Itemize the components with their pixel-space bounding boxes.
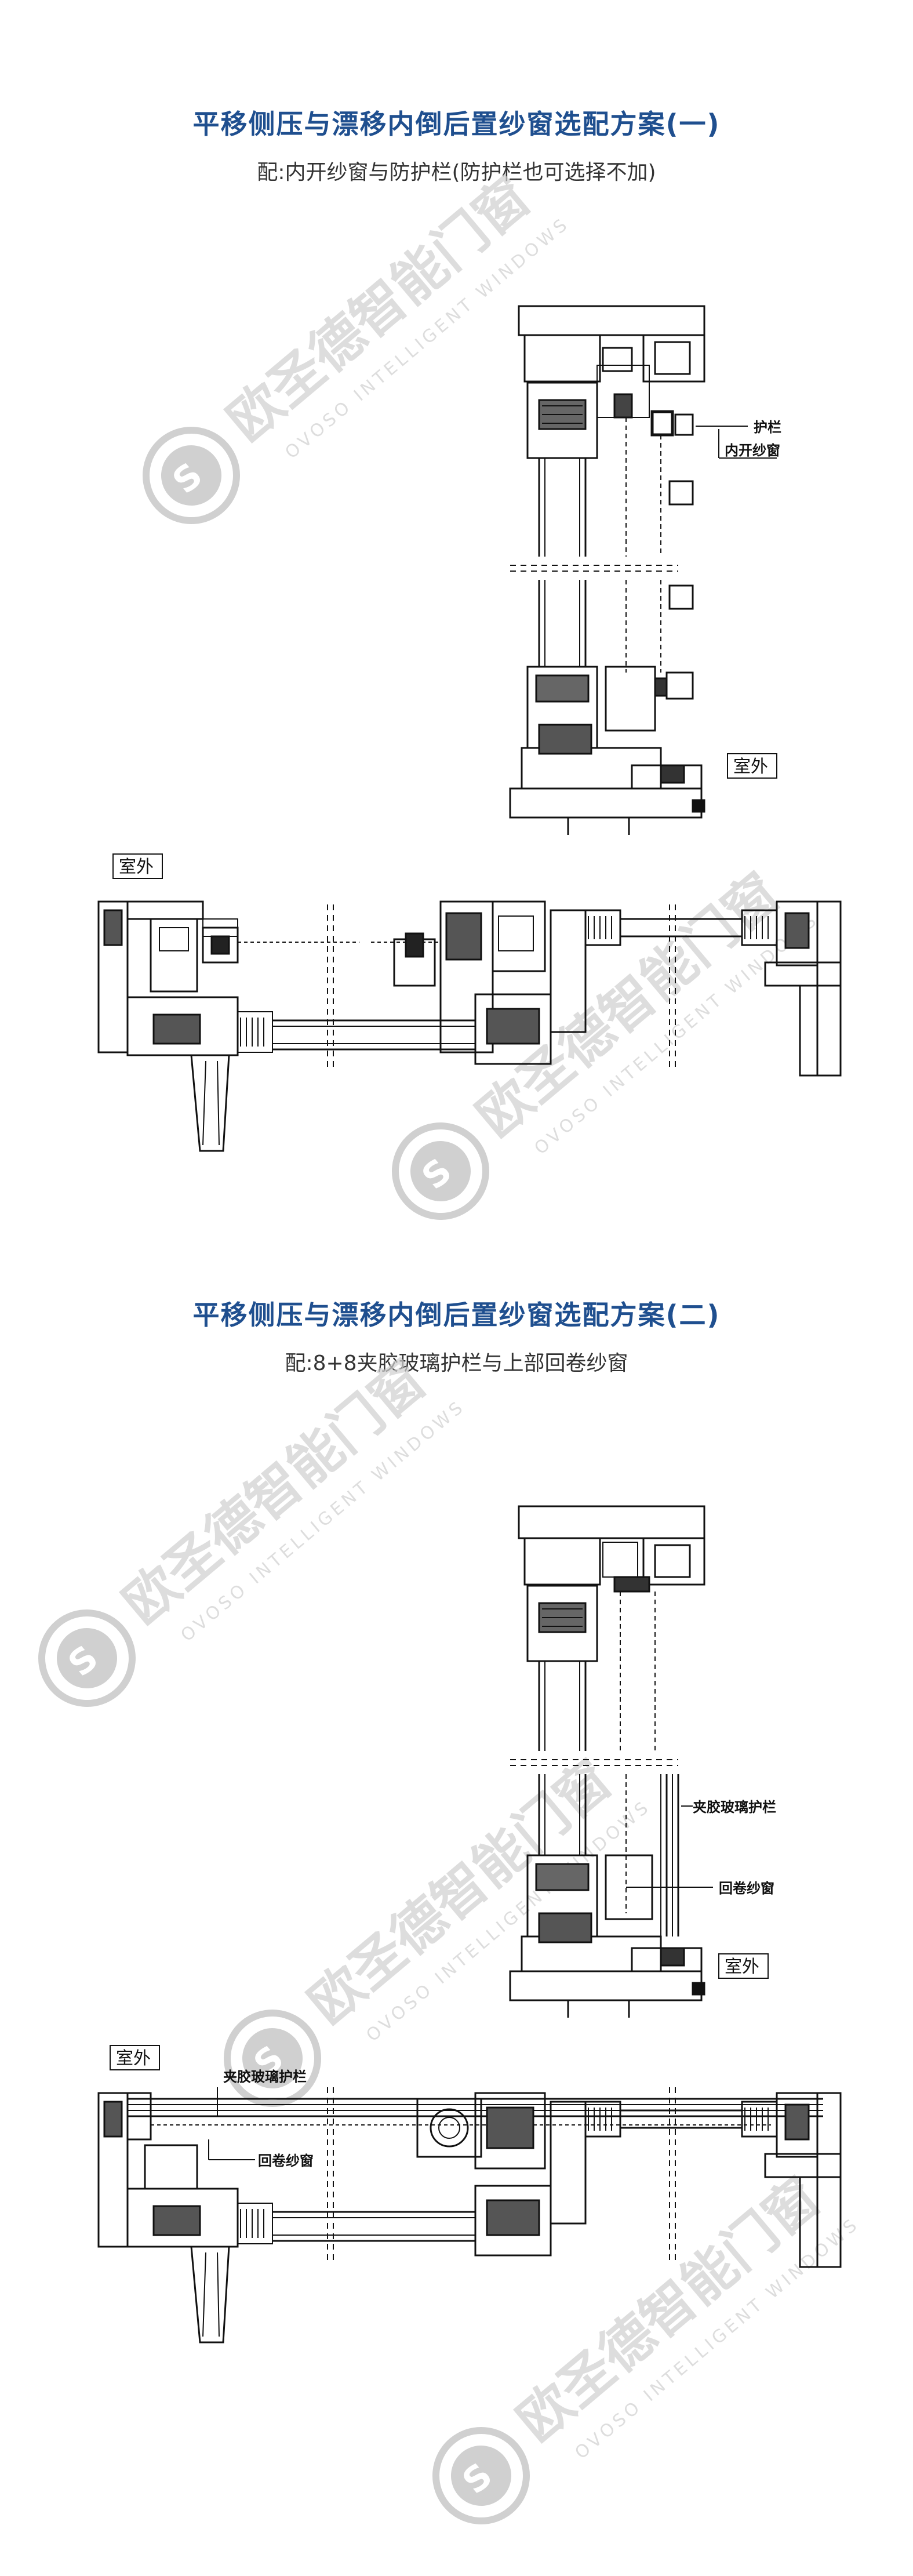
label-inward-screen: 内开纱窗	[725, 442, 780, 459]
section1-horizontal-drawing	[97, 900, 842, 1152]
watermark-1: S 欧圣德智能门窗 OVOSO INTELLIGENT WINDOWS	[128, 166, 573, 548]
label-roller-screen-h: 回卷纱窗	[258, 2153, 314, 2169]
section1-vertical-drawing	[509, 305, 777, 835]
watermark-text-cn: 欧圣德智能门窗	[216, 166, 541, 453]
section1-title: 平移侧压与漂移内倒后置纱窗选配方案(一)	[192, 108, 721, 140]
label-outdoor-2v: 室外	[725, 1957, 759, 1977]
watermark-text-cn: 欧圣德智能门窗	[505, 2166, 831, 2454]
watermark-2: S 欧圣德智能门窗 OVOSO INTELLIGENT WINDOWS	[377, 862, 823, 1244]
section2-vertical-drawing	[509, 1505, 713, 2018]
label-outdoor-1h: 室外	[119, 857, 154, 877]
watermark-text-cn: 欧圣德智能门窗	[111, 1349, 437, 1636]
watermark-3: S 欧圣德智能门窗 OVOSO INTELLIGENT WINDOWS	[23, 1349, 469, 1731]
section2-subtitle: 配:8+8夹胶玻璃护栏与上部回卷纱窗	[285, 1351, 628, 1375]
label-guardrail: 护栏	[754, 419, 781, 435]
label-outdoor-1v: 室外	[733, 757, 768, 777]
section1-subtitle: 配:内开纱窗与防护栏(防护栏也可选择不加)	[257, 161, 656, 184]
outdoor-box-1h	[112, 853, 163, 879]
watermark-text-cn: 欧圣德智能门窗	[465, 862, 791, 1149]
label-outdoor-2h: 室外	[116, 2048, 151, 2069]
watermark-5: S 欧圣德智能门窗 OVOSO INTELLIGENT WINDOWS	[417, 2166, 863, 2548]
watermark-text-cn: 欧圣德智能门窗	[297, 1749, 623, 2036]
label-laminated-guard-h: 夹胶玻璃护栏	[223, 2069, 307, 2085]
outdoor-box-2v	[718, 1953, 769, 1979]
section2-horizontal-drawing	[97, 2087, 842, 2344]
outdoor-box-2h	[110, 2045, 160, 2070]
label-roller-screen-v: 回卷纱窗	[719, 1880, 774, 1896]
outdoor-box-1v	[727, 753, 777, 779]
label-laminated-guard-v: 夹胶玻璃护栏	[693, 1799, 776, 1815]
section2-title: 平移侧压与漂移内倒后置纱窗选配方案(二)	[192, 1299, 721, 1331]
